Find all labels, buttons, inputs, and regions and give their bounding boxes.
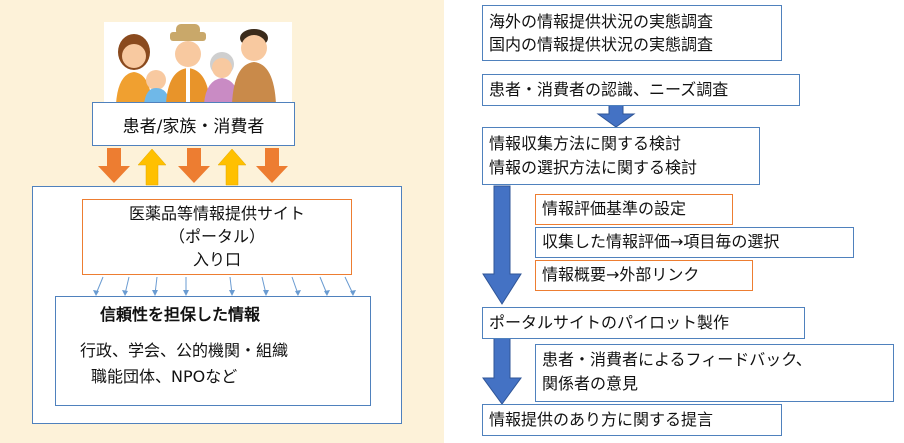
portal-line2: （ポータル） xyxy=(168,227,265,246)
small-blue-arrowheads xyxy=(93,290,356,296)
survey-box: 海外の情報提供状況の実態調査 国内の情報提供状況の実態調査 xyxy=(482,5,782,61)
evaluation-box: 収集した情報評価→項目毎の選択 xyxy=(535,227,854,258)
patient-family-consumer-box: 患者/家族・消費者 xyxy=(92,102,295,146)
pilot-box: ポータルサイトのパイロット製作 xyxy=(482,307,805,339)
grandmother-figure xyxy=(204,52,240,104)
collection-line1: 情報収集方法に関する検討 xyxy=(489,134,682,153)
reliable-info-line1: 行政、学会、公的機関・組織 xyxy=(80,341,289,360)
survey-line2: 国内の情報提供状況の実態調査 xyxy=(489,35,714,54)
portal-entry-box: 医薬品等情報提供サイト （ポータル） 入り口 xyxy=(82,199,352,275)
pilot-text: ポータルサイトのパイロット製作 xyxy=(489,313,730,332)
feedback-line1: 患者・消費者によるフィードバック、 xyxy=(542,350,812,369)
flow-arrow-short xyxy=(596,103,636,128)
patient-label: 患者/家族・消費者 xyxy=(122,116,265,137)
needs-survey-box: 患者・消費者の認識、ニーズ調査 xyxy=(482,74,800,106)
father-figure xyxy=(232,29,276,104)
proposal-text: 情報提供のあり方に関する提言 xyxy=(489,410,714,429)
feedback-box: 患者・消費者によるフィードバック、 関係者の意見 xyxy=(535,344,894,402)
flow-arrow-long-1 xyxy=(482,185,522,305)
yellow-up-arrow-2 xyxy=(217,148,247,186)
proposal-box: 情報提供のあり方に関する提言 xyxy=(482,404,782,436)
grandfather-figure xyxy=(166,24,210,104)
criteria-text: 情報評価基準の設定 xyxy=(542,199,687,218)
right-flow-arrows xyxy=(482,103,636,405)
yellow-up-arrows xyxy=(137,148,247,186)
summary-link-text: 情報概要→外部リンク xyxy=(542,265,700,284)
mother-figure xyxy=(116,34,152,104)
feedback-line2: 関係者の意見 xyxy=(542,374,639,393)
orange-down-arrows xyxy=(98,148,288,183)
orange-down-arrow-2 xyxy=(178,148,210,183)
portal-line3: 入り口 xyxy=(192,250,241,269)
reliable-info-title: 信頼性を担保した情報 xyxy=(100,305,261,324)
family-illustration xyxy=(104,22,292,104)
collection-method-box: 情報収集方法に関する検討 情報の選択方法に関する検討 xyxy=(482,127,760,185)
orange-down-arrow-3 xyxy=(256,148,288,183)
criteria-box: 情報評価基準の設定 xyxy=(535,194,733,225)
reliable-info-line2: 職能団体、NPOなど xyxy=(91,367,238,386)
orange-down-arrow-1 xyxy=(98,148,130,183)
yellow-up-arrow-1 xyxy=(137,148,167,186)
needs-survey-text: 患者・消費者の認識、ニーズ調査 xyxy=(489,80,729,99)
reliable-info-box xyxy=(55,296,371,406)
flow-arrow-long-2 xyxy=(482,337,522,405)
collection-line2: 情報の選択方法に関する検討 xyxy=(489,158,698,177)
small-blue-arrows xyxy=(95,276,354,295)
portal-line1: 医薬品等情報提供サイト xyxy=(128,204,305,223)
survey-line1: 海外の情報提供状況の実態調査 xyxy=(489,12,714,31)
summary-link-box: 情報概要→外部リンク xyxy=(535,260,753,291)
evaluation-text: 収集した情報評価→項目毎の選択 xyxy=(542,232,780,251)
baby-figure xyxy=(144,70,170,104)
